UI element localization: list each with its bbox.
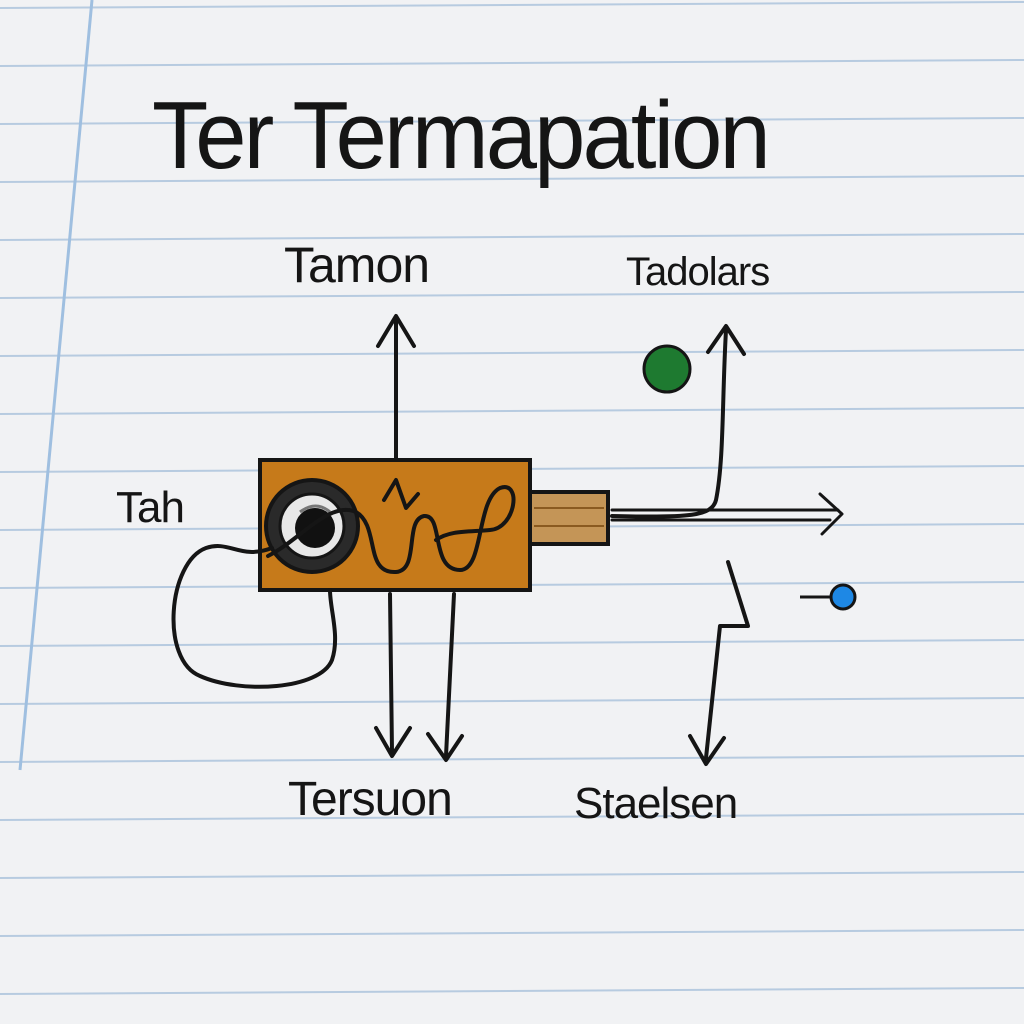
diagram-title: Ter Termapation (152, 82, 771, 189)
label-top-right: Tadolars (626, 250, 770, 294)
ruled-line (0, 349, 1024, 357)
label-left: Tah (116, 483, 185, 532)
coil-spike (382, 478, 420, 510)
connector-wood-grain (534, 507, 604, 527)
ruled-line (0, 929, 1024, 937)
ruled-line (0, 291, 1024, 299)
ruled-line (0, 697, 1024, 705)
loop-wire (171, 544, 338, 689)
ruled-line (0, 987, 1024, 995)
green-dot-icon (642, 344, 692, 394)
connector-block (528, 490, 610, 546)
ruled-line (0, 755, 1024, 763)
label-bottom-left: Tersuon (288, 773, 453, 826)
arrow-down-3 (688, 560, 750, 766)
arrow-down-2 (426, 592, 464, 762)
arrow-right (610, 492, 844, 536)
ruled-line (0, 175, 1024, 183)
ruled-line (0, 639, 1024, 647)
label-top-left: Tamon (284, 237, 430, 293)
ruled-line (0, 871, 1024, 879)
ruled-line (0, 117, 1024, 125)
arrow-up-right (610, 324, 746, 519)
arrow-down-1 (374, 592, 412, 758)
ruled-line (0, 407, 1024, 415)
ruled-lines (0, 1, 1024, 995)
ruled-line (0, 813, 1024, 821)
blue-dot-icon (829, 583, 857, 611)
ruled-line (0, 233, 1024, 241)
margin-line (18, 0, 94, 771)
label-bottom-right: Staelsen (574, 779, 738, 828)
ruled-line (0, 1, 1024, 9)
ruled-line (0, 59, 1024, 67)
coil-wire (266, 485, 516, 575)
